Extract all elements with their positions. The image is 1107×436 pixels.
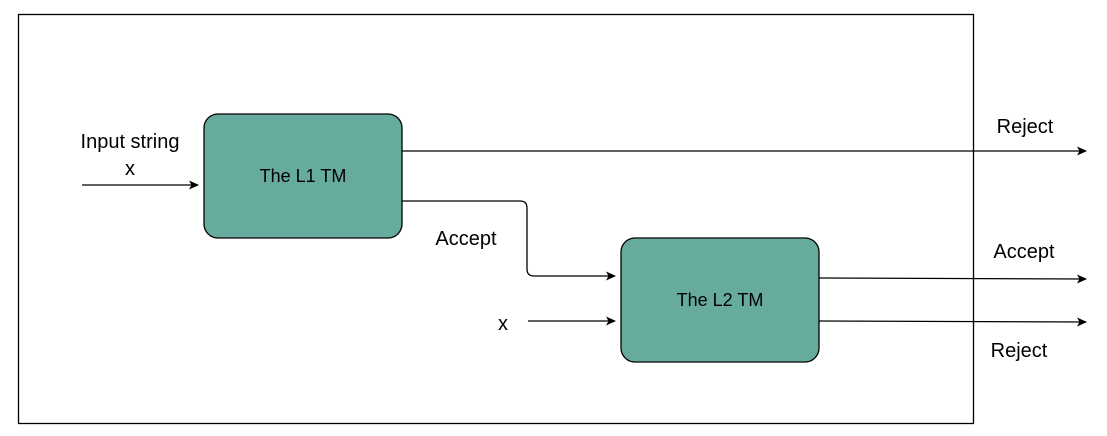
l1-tm-box	[203, 113, 403, 239]
l1-tm-node: The L1 TM	[203, 113, 403, 239]
l2-accept-arrow	[818, 274, 1087, 284]
reject-l2-label: Reject	[991, 340, 1048, 362]
l2-tm-box	[620, 237, 820, 363]
l2-reject-arrow	[818, 317, 1087, 327]
l2-tm-node: The L2 TM	[620, 237, 820, 363]
x-input-l2-label: x	[498, 313, 508, 335]
outer-frame	[17, 13, 975, 425]
input-x-label: x	[125, 158, 135, 180]
accept-between-label: Accept	[435, 228, 497, 250]
l1-accept-to-l2-arrow	[402, 200, 616, 281]
input-string-label: Input string	[81, 131, 180, 153]
l1-tm-label: The L1 TM	[260, 166, 347, 186]
accept-l2-label: Accept	[993, 241, 1055, 263]
reject-l1-label: Reject	[997, 116, 1054, 138]
l2-tm-label: The L2 TM	[677, 290, 764, 310]
